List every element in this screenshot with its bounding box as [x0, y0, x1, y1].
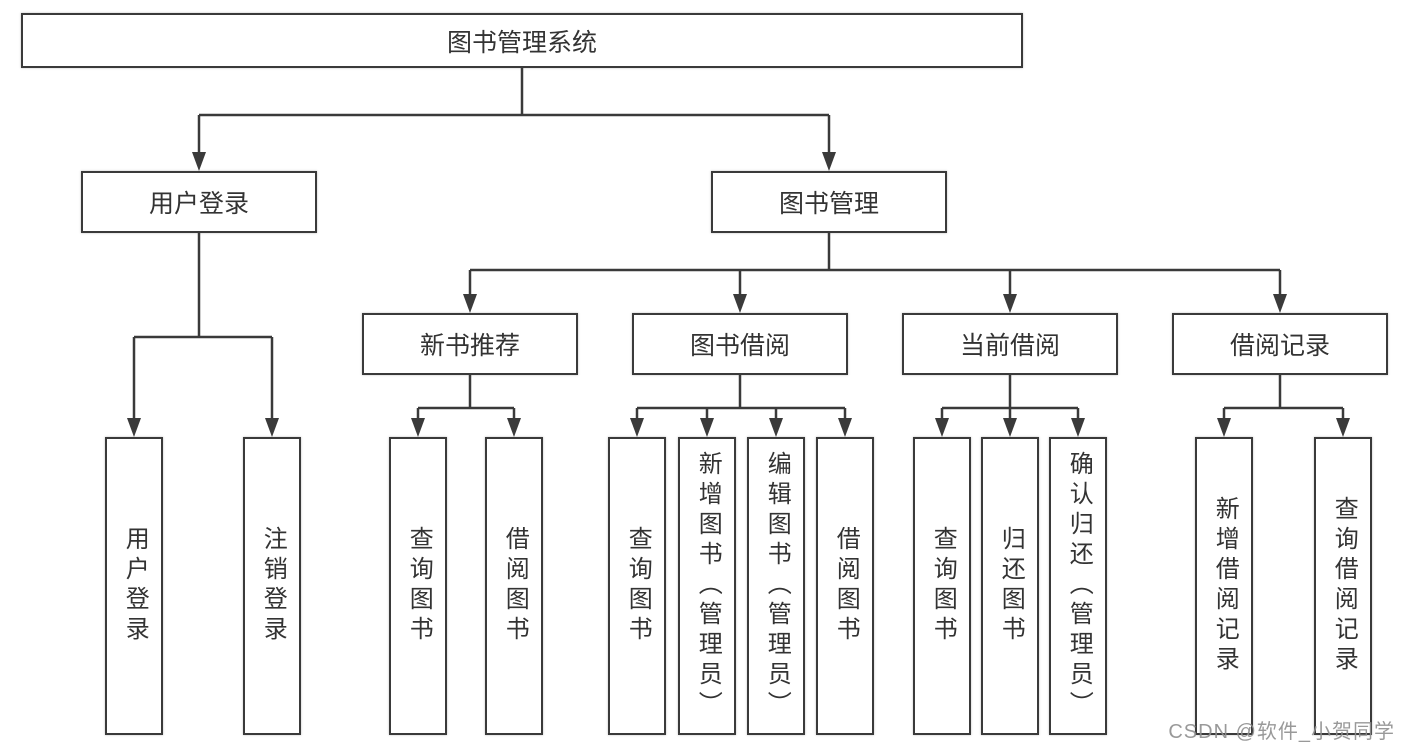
arrowhead [127, 418, 141, 437]
leaf-query-book-recommend: 查询图书 [389, 437, 447, 735]
arrowhead [1003, 294, 1017, 313]
connector-root-to-level2 [197, 68, 831, 156]
leaf-borrow-book-recommend-label: 借阅图书 [501, 526, 529, 646]
leaf-add-borrow-record: 新增借阅记录 [1195, 437, 1253, 735]
arrowhead [838, 418, 852, 437]
connector-bookmgmt-to-level3 [468, 233, 1282, 298]
leaf-logout-label: 注销登录 [259, 526, 287, 646]
arrowhead [935, 418, 949, 437]
leaf-user-login-label: 用户登录 [121, 526, 149, 646]
arrowhead [1003, 418, 1017, 437]
leaf-user-login: 用户登录 [105, 437, 163, 735]
node-borrowing-records: 借阅记录 [1172, 313, 1388, 375]
leaf-add-borrow-record-label: 新增借阅记录 [1211, 496, 1239, 676]
leaf-return-book: 归还图书 [981, 437, 1039, 735]
arrowhead [769, 418, 783, 437]
connector-records-to-leaves [1222, 375, 1345, 422]
arrowhead [1273, 294, 1287, 313]
leaf-query-book-borrowing: 查询图书 [608, 437, 666, 735]
leaf-query-book-current-label: 查询图书 [929, 526, 957, 646]
leaf-query-book-current: 查询图书 [913, 437, 971, 735]
node-book-borrowing: 图书借阅 [632, 313, 848, 375]
leaf-logout: 注销登录 [243, 437, 301, 735]
node-user-login: 用户登录 [81, 171, 317, 233]
arrowhead [733, 294, 747, 313]
connector-recommend-to-leaves [416, 375, 516, 422]
leaf-confirm-return-admin-label: 确认归还（管理员） [1065, 451, 1093, 721]
connector-userlogin-to-leaves [132, 233, 274, 422]
leaf-borrow-book-label: 借阅图书 [832, 526, 860, 646]
arrowhead [507, 418, 521, 437]
arrowhead [1336, 418, 1350, 437]
arrowhead [822, 152, 836, 171]
leaf-edit-book-admin-label: 编辑图书（管理员） [763, 451, 791, 721]
node-book-management: 图书管理 [711, 171, 947, 233]
leaf-edit-book-admin: 编辑图书（管理员） [747, 437, 805, 735]
node-new-book-recommend: 新书推荐 [362, 313, 578, 375]
arrowhead [1071, 418, 1085, 437]
arrowhead [700, 418, 714, 437]
arrowhead [265, 418, 279, 437]
arrowhead [192, 152, 206, 171]
leaf-add-book-admin-label: 新增图书（管理员） [694, 451, 722, 721]
node-root: 图书管理系统 [21, 13, 1023, 68]
leaf-query-borrow-record: 查询借阅记录 [1314, 437, 1372, 735]
arrowhead [630, 418, 644, 437]
arrowhead [1217, 418, 1231, 437]
arrowhead [411, 418, 425, 437]
leaf-query-book-recommend-label: 查询图书 [405, 526, 433, 646]
leaf-borrow-book-recommend: 借阅图书 [485, 437, 543, 735]
leaf-query-book-borrowing-label: 查询图书 [624, 526, 652, 646]
node-current-borrowing: 当前借阅 [902, 313, 1118, 375]
leaf-return-book-label: 归还图书 [997, 526, 1025, 646]
arrowhead [463, 294, 477, 313]
csdn-watermark: CSDN @软件_小贺同学 [1168, 721, 1395, 743]
leaf-confirm-return-admin: 确认归还（管理员） [1049, 437, 1107, 735]
leaf-add-book-admin: 新增图书（管理员） [678, 437, 736, 735]
connector-current-to-leaves [940, 375, 1080, 422]
connector-borrowing-to-leaves [635, 375, 847, 422]
leaf-query-borrow-record-label: 查询借阅记录 [1330, 496, 1358, 676]
leaf-borrow-book: 借阅图书 [816, 437, 874, 735]
